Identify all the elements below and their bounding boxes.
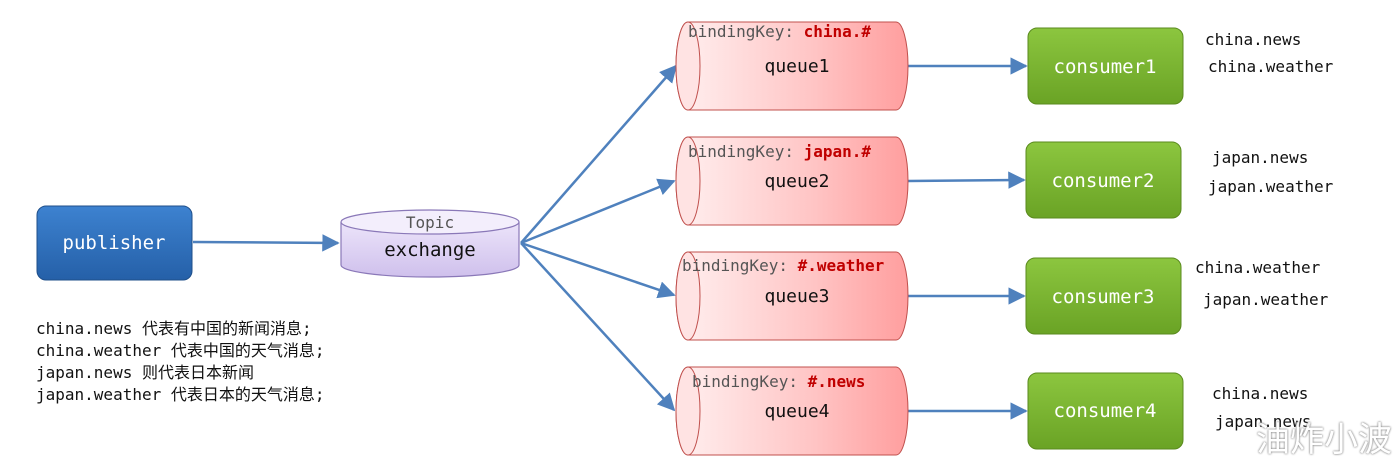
consumer1-route-2: china.weather bbox=[1208, 57, 1334, 76]
queue2-binding: bindingKey: japan.# bbox=[688, 142, 871, 161]
consumer3-label: consumer3 bbox=[1052, 286, 1155, 308]
consumer2-node: consumer2 bbox=[1025, 141, 1182, 219]
queue4-binding-key: #.news bbox=[808, 372, 866, 391]
queue4-label: queue4 bbox=[764, 401, 829, 422]
consumer1-node: consumer1 bbox=[1027, 27, 1184, 105]
queue4-node: bindingKey: #.news queue4 bbox=[675, 366, 909, 456]
consumer1-route-1: china.news bbox=[1205, 30, 1301, 49]
consumer2-label: consumer2 bbox=[1052, 170, 1155, 192]
note-line: china.weather 代表中国的天气消息; bbox=[36, 341, 325, 360]
consumer3-route-2: japan.weather bbox=[1203, 290, 1329, 309]
routing-key-notes: china.news 代表有中国的新闻消息; china.weather 代表中… bbox=[36, 318, 325, 406]
queue1-label: queue1 bbox=[764, 56, 829, 77]
queue2-binding-key: japan.# bbox=[804, 142, 872, 161]
note-line: china.news 代表有中国的新闻消息; bbox=[36, 319, 312, 338]
exchange-node: Topic exchange bbox=[340, 209, 520, 278]
queue1-binding-key: china.# bbox=[804, 22, 872, 41]
publisher-node: publisher bbox=[36, 205, 193, 281]
queue3-label: queue3 bbox=[764, 286, 829, 307]
queue4-binding: bindingKey: #.news bbox=[692, 372, 865, 391]
consumer2-route-1: japan.news bbox=[1212, 148, 1308, 167]
consumer1-label: consumer1 bbox=[1054, 56, 1157, 78]
queue2-label: queue2 bbox=[764, 171, 829, 192]
exchange-type-label: Topic bbox=[406, 213, 454, 232]
arrow-queue2-consumer2 bbox=[907, 171, 1026, 189]
arrows bbox=[192, 57, 1028, 420]
consumer-routes: china.news china.weather japan.news japa… bbox=[1195, 30, 1334, 431]
watermark: 油炸小波 bbox=[1256, 420, 1392, 460]
consumer4-label: consumer4 bbox=[1054, 400, 1157, 422]
publisher-label: publisher bbox=[63, 232, 166, 254]
exchange-label: exchange bbox=[384, 239, 476, 261]
queue3-node: bindingKey: #.weather queue3 bbox=[675, 251, 909, 341]
arrow-exchange-queue2 bbox=[520, 178, 676, 245]
note-line: japan.news 则代表日本新闻 bbox=[36, 363, 254, 382]
consumer3-node: consumer3 bbox=[1025, 257, 1182, 335]
arrow-exchange-queue3 bbox=[520, 241, 676, 299]
queue3-binding: bindingKey: #.weather bbox=[682, 256, 884, 275]
consumer4-node: consumer4 bbox=[1027, 372, 1184, 450]
note-line: japan.weather 代表日本的天气消息; bbox=[36, 385, 325, 404]
arrow-publisher-exchange bbox=[192, 234, 340, 252]
consumer3-route-1: china.weather bbox=[1195, 258, 1321, 277]
queue1-node: bindingKey: china.# queue1 bbox=[675, 21, 909, 111]
queue3-binding-key: #.weather bbox=[798, 256, 885, 275]
arrow-exchange-queue1 bbox=[520, 64, 678, 244]
arrow-exchange-queue4 bbox=[520, 242, 676, 412]
consumer4-route-1: china.news bbox=[1212, 384, 1308, 403]
queue2-node: bindingKey: japan.# queue2 bbox=[675, 136, 909, 226]
consumer2-route-2: japan.weather bbox=[1208, 177, 1334, 196]
consumer4-route-2: japan.news bbox=[1215, 412, 1311, 431]
queue1-binding: bindingKey: china.# bbox=[688, 22, 871, 41]
